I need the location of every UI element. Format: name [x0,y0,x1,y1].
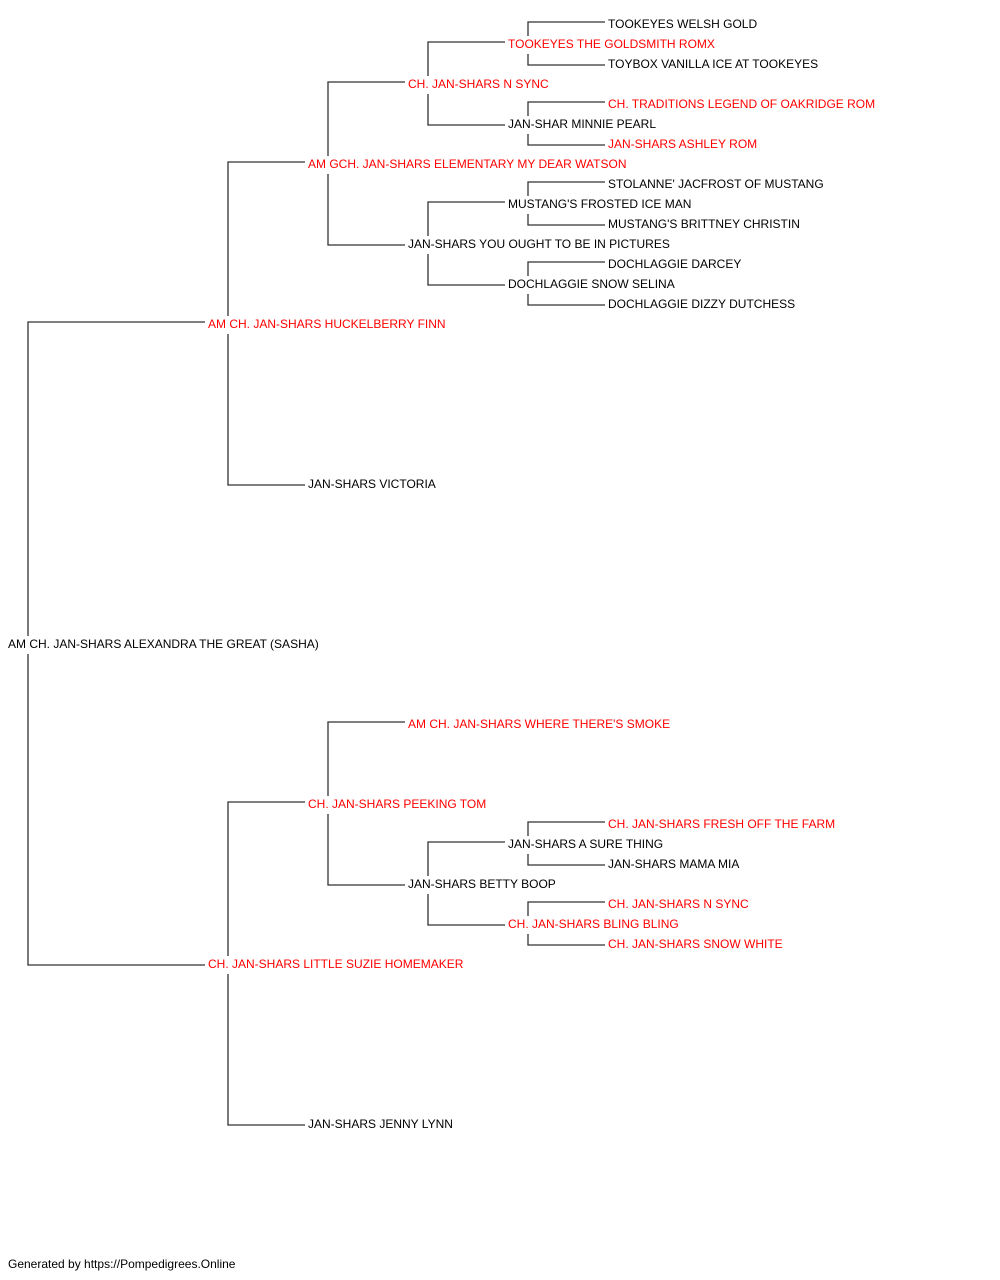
connector-g5-11 [527,901,605,916]
dam-sire-name: CH. JAN-SHARS PEEKING TOM [308,797,487,811]
ancestor-name: MUSTANG'S BRITTNEY CHRISTIN [608,217,800,231]
connector-g5-1 [527,21,605,36]
connector-sire-dam [227,334,305,486]
dam-dam-name: JAN-SHARS JENNY LYNN [308,1117,453,1131]
dam-name: CH. JAN-SHARS LITTLE SUZIE HOMEMAKER [208,957,464,971]
sire-sire-name: AM GCH. JAN-SHARS ELEMENTARY MY DEAR WAT… [308,157,627,171]
dsd-sire-name: JAN-SHARS A SURE THING [508,837,664,851]
subject-dog-name: AM CH. JAN-SHARS ALEXANDRA THE GREAT (SA… [8,637,319,651]
connector-subject-sire [27,321,205,636]
sire-dam-name: JAN-SHARS VICTORIA [308,477,436,491]
ancestor-name: TOYBOX VANILLA ICE AT TOOKEYES [608,57,819,71]
sire-name: AM CH. JAN-SHARS HUCKELBERRY FINN [208,317,446,331]
connector-ssd-sire [427,201,505,236]
connector-g5-4 [527,134,605,146]
connector-sire-sire [227,161,305,316]
sire-sire-sire-name: CH. JAN-SHARS N SYNC [408,77,549,91]
ancestor-name: CH. JAN-SHARS SNOW WHITE [608,937,783,951]
dam-sire-sire-name: AM CH. JAN-SHARS WHERE THERE'S SMOKE [408,717,671,731]
connector-sire-sire-dam [327,174,405,246]
connector-g5-10 [527,854,605,866]
ancestor-name: CH. JAN-SHARS N SYNC [608,897,749,911]
ancestor-name: CH. TRADITIONS LEGEND OF OAKRIDGE ROM [608,97,876,111]
connector-dam-dam [227,974,305,1126]
connector-g5-6 [527,214,605,226]
ancestor-name: JAN-SHARS MAMA MIA [608,857,740,871]
connector-g5-5 [527,181,605,196]
ancestor-name: JAN-SHARS ASHLEY ROM [608,137,758,151]
connector-ssd-dam [427,254,505,286]
connector-sss-sire [427,41,505,76]
sire-sire-dam-name: JAN-SHARS YOU OUGHT TO BE IN PICTURES [408,237,670,251]
connector-sire-sire-sire [327,81,405,156]
connector-dam-sire [227,801,305,956]
dam-sire-dam-name: JAN-SHARS BETTY BOOP [408,877,556,891]
connector-g5-8 [527,294,605,306]
ancestor-name: DOCHLAGGIE DARCEY [608,257,742,271]
connector-g5-9 [527,821,605,836]
ancestor-name: CH. JAN-SHARS FRESH OFF THE FARM [608,817,836,831]
ancestor-name: STOLANNE' JACFROST OF MUSTANG [608,177,824,191]
dsd-dam-name: CH. JAN-SHARS BLING BLING [508,917,679,931]
connector-ds-sire [327,721,405,796]
connector-sss-dam [427,94,505,126]
ssd-dam-name: DOCHLAGGIE SNOW SELINA [508,277,675,291]
connector-dsd-dam [427,894,505,926]
connector-g5-3 [527,101,605,116]
connector-dsd-sire [427,841,505,876]
ancestor-name: DOCHLAGGIE DIZZY DUTCHESS [608,297,796,311]
connector-g5-7 [527,261,605,276]
connector-subject-dam [27,654,205,966]
connector-g5-12 [527,934,605,946]
generated-by-footer: Generated by https://Pompedigrees.Online [8,1257,236,1271]
connector-g5-2 [527,54,605,66]
sss-dam-name: JAN-SHAR MINNIE PEARL [508,117,657,131]
sss-sire-name: TOOKEYES THE GOLDSMITH ROMX [508,37,715,51]
ssd-sire-name: MUSTANG'S FROSTED ICE MAN [508,197,692,211]
ancestor-name: TOOKEYES WELSH GOLD [608,17,758,31]
connector-ds-dam [327,814,405,886]
